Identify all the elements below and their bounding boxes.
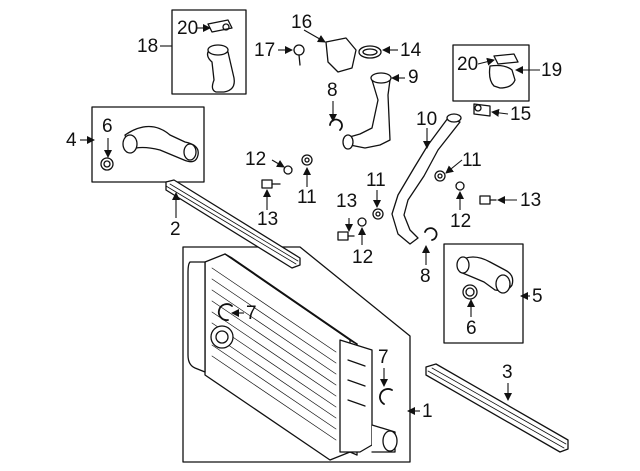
callout-8-lower: 8 [420, 266, 431, 287]
bolt-13a [261, 179, 281, 189]
leader-12a [271, 159, 285, 168]
callout-7-right: 7 [378, 347, 389, 368]
bolt-13c [479, 195, 497, 205]
callout-3: 3 [502, 362, 513, 383]
callout-13c: 13 [520, 190, 542, 211]
clamp-7-left [217, 303, 233, 321]
nut-11c [434, 170, 446, 182]
ring-6-right [462, 284, 478, 300]
callout-12a: 12 [245, 149, 267, 170]
callout-14: 14 [400, 40, 422, 61]
hose-19 [488, 64, 516, 89]
callout-10: 10 [416, 109, 438, 130]
callout-12b: 12 [352, 247, 374, 268]
leader-11c [445, 159, 463, 174]
callout-11c: 11 [462, 150, 482, 171]
clamp-8-upper [329, 118, 343, 131]
clamp-14 [358, 45, 382, 59]
leader-16 [303, 29, 326, 43]
ring-6-left [100, 157, 114, 171]
box-4 [91, 106, 205, 183]
clamp-20-right [493, 53, 519, 65]
callout-18: 18 [137, 36, 159, 57]
callout-13b: 13 [336, 191, 358, 212]
nut-11a [301, 154, 313, 166]
callout-8-upper: 8 [327, 80, 338, 101]
callout-1: 1 [422, 401, 433, 422]
callout-6-left: 6 [102, 116, 113, 137]
washer-12a [283, 165, 293, 175]
sensor-16 [325, 37, 357, 73]
callout-4: 4 [66, 130, 77, 151]
washer-12b [357, 217, 367, 227]
strip-3 [425, 363, 569, 453]
callout-11a: 11 [297, 187, 317, 208]
clamp-20-left [207, 19, 233, 33]
clamp-8-lower [424, 227, 438, 241]
callout-19: 19 [541, 60, 563, 81]
callout-6-right: 6 [466, 318, 477, 339]
callout-9: 9 [408, 67, 419, 88]
callout-12c: 12 [450, 211, 472, 232]
callout-2: 2 [170, 219, 181, 240]
leader-20b [477, 57, 495, 66]
nut-11b [372, 208, 384, 220]
hose-5 [456, 256, 514, 294]
intercooler [187, 253, 398, 461]
callout-16: 16 [291, 12, 313, 33]
hose-4 [122, 125, 199, 163]
box-18 [171, 9, 247, 95]
callout-11b: 11 [366, 170, 386, 191]
callout-17: 17 [254, 40, 276, 61]
callout-13a: 13 [257, 209, 279, 230]
washer-12c [455, 181, 465, 191]
bolt-17 [293, 44, 305, 66]
strip-2 [165, 179, 301, 269]
callout-5: 5 [532, 286, 543, 307]
bolt-13b [337, 231, 355, 241]
callout-15: 15 [510, 104, 532, 125]
callout-20-left: 20 [177, 18, 199, 39]
pipe-10 [391, 113, 462, 245]
box-19 [452, 44, 530, 102]
pipe-9 [342, 72, 392, 150]
clamp-15 [473, 103, 491, 117]
clamp-7-right [379, 388, 393, 405]
callout-7-left: 7 [246, 303, 257, 324]
leader-15 [491, 108, 509, 117]
hose-18 [206, 44, 235, 93]
callout-20-right: 20 [457, 54, 479, 75]
